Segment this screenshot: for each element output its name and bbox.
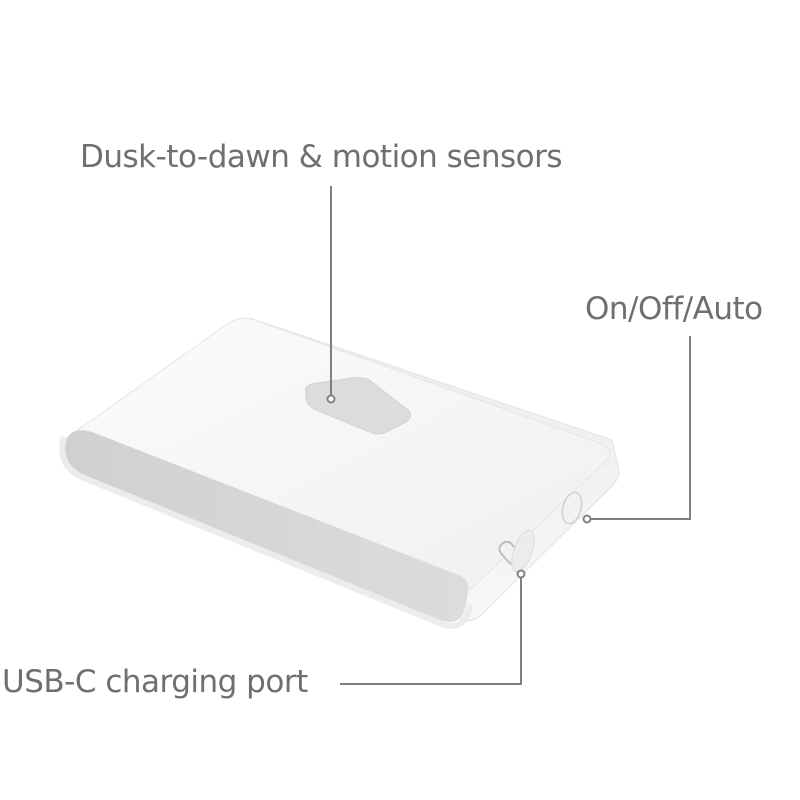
switch-callout-label: On/Off/Auto — [585, 291, 763, 327]
mode-switch — [561, 491, 583, 525]
switch-leader-line — [589, 336, 691, 520]
switch-endpoint-dot — [582, 514, 592, 524]
sensors-callout-label: Dusk-to-dawn & motion sensors — [80, 139, 563, 175]
leader-endpoints — [326, 394, 592, 579]
usb-leader-line — [340, 576, 522, 685]
usb-port-recess — [511, 529, 535, 573]
device-front-panel — [64, 430, 469, 622]
device-front-rim — [59, 436, 473, 629]
usb-endpoint-dot — [516, 569, 526, 579]
usb-callout-label: USB-C charging port — [2, 664, 308, 700]
leader-lines — [330, 186, 691, 685]
sensors-endpoint-dot — [326, 394, 336, 404]
